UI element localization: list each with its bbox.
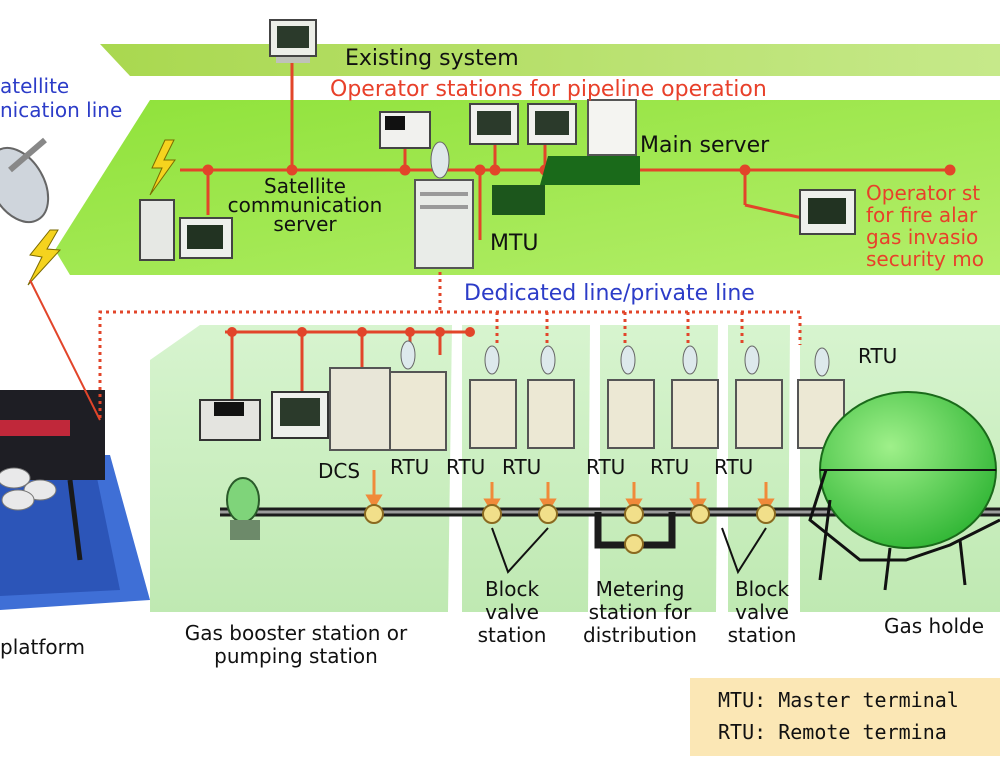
platform-tanks (0, 467, 57, 511)
satellite-server-label-2: communication (227, 193, 383, 217)
legend-mtu-definition: MTU: Master terminal (718, 688, 959, 712)
rtu-label-4: RTU (586, 455, 626, 479)
dedicated-line (98, 265, 802, 420)
mtu-label: MTU (490, 231, 539, 256)
platform-leg (67, 479, 83, 561)
operator-fire-label-4: security mo (866, 247, 984, 271)
operator-fire-label-1: Operator st (866, 181, 981, 205)
metering-label-2: station for (588, 600, 692, 624)
platform-label: platform (0, 635, 85, 659)
operator-workstations (379, 103, 577, 149)
metering-label-3: distribution (583, 623, 697, 647)
block-valve-pointers (491, 527, 767, 575)
existing-system-label: Existing system (345, 46, 519, 71)
metering-label-1: Metering (595, 577, 685, 601)
gas-holder-label: Gas holde (884, 614, 984, 638)
satellite-server-pc (139, 199, 233, 261)
rtu-label-3: RTU (502, 455, 542, 479)
satellite-link (29, 279, 101, 421)
rtu-label-1: RTU (390, 455, 430, 479)
operator-stations-label: Operator stations for pipeline operation (330, 77, 767, 102)
legend-rtu-definition: RTU: Remote termina (718, 720, 947, 744)
block-valve-1-label-2: valve (485, 600, 539, 624)
rtu-label-5: RTU (650, 455, 690, 479)
operator-fire-label-2: for fire alar (866, 203, 978, 227)
gas-holder (808, 391, 1000, 591)
pipeline-valves (364, 504, 776, 554)
lightning-icon (27, 139, 176, 286)
existing-system-band (100, 44, 1000, 76)
mtu-cabinet (414, 141, 545, 269)
satellite-server-label-3: server (273, 212, 337, 236)
satellite-line-label-2: nication line (0, 98, 123, 122)
gas-booster-label-2: pumping station (214, 644, 378, 668)
existing-system-workstation (269, 19, 317, 63)
gas-booster-label-1: Gas booster station or (184, 621, 408, 645)
booster-pump (226, 477, 260, 540)
station-equipment (199, 367, 845, 451)
satellite-server-label-1: Satellite (264, 174, 346, 198)
dcs-label: DCS (318, 459, 361, 483)
platform-deck (0, 420, 70, 436)
operator-fire-label-3: gas invasio (866, 225, 979, 249)
rtu-top-label: RTU (858, 344, 898, 368)
block-valve-2-label-3: station (727, 623, 797, 647)
satellite-dish (0, 137, 50, 223)
dedicated-line-label: Dedicated line/private line (464, 281, 755, 306)
legend-box: MTU: Master terminal RTU: Remote termina (690, 678, 1000, 756)
main-server-label: Main server (640, 133, 770, 158)
block-valve-2-label-1: Block (734, 577, 790, 601)
fire-alarm-workstation (799, 189, 856, 235)
main-server-cabinet (540, 99, 640, 185)
satellite-line-label-1: atellite (0, 74, 70, 98)
rtu-label-2: RTU (446, 455, 486, 479)
block-valve-1-label-1: Block (484, 577, 540, 601)
rtu-antennas (400, 340, 830, 377)
block-valve-1-label-3: station (477, 623, 547, 647)
rtu-label-6: RTU (714, 455, 754, 479)
block-valve-2-label-2: valve (735, 600, 789, 624)
